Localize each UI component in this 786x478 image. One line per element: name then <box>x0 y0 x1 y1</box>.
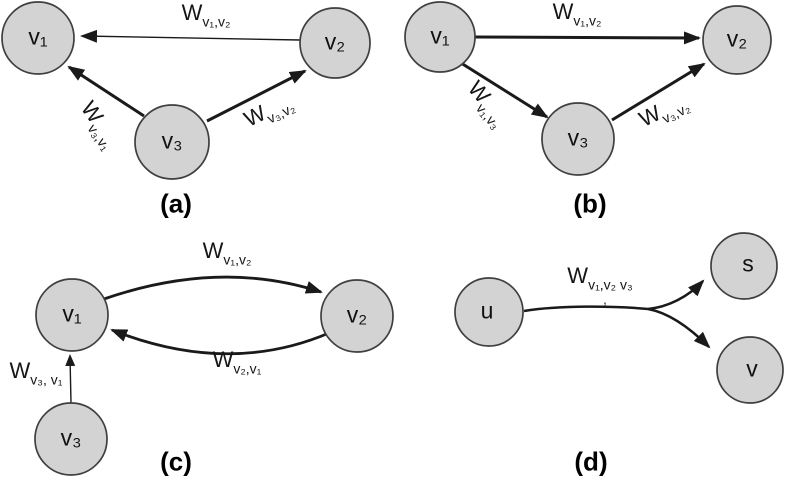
edge-label-c-w-v2v1: Wv₂,v₁ <box>212 347 262 376</box>
node-d-v <box>716 336 784 404</box>
edge-c-v3-to-v1 <box>65 354 76 404</box>
node-label-c-v2: v₂ <box>346 301 368 328</box>
stray-comma-mark: , <box>603 291 607 307</box>
node-label-d-s: s <box>742 250 754 277</box>
edge-label-c-w-v1v2: Wv₁,v₂ <box>202 238 252 267</box>
weight-symbol: W <box>202 238 224 263</box>
weight-symbol: W <box>552 0 574 24</box>
node-label-d-v: v <box>746 355 758 382</box>
node-label-d-u: u <box>480 297 494 324</box>
weight-subscript: v₁,v₂ v₃ <box>588 276 633 293</box>
node-d-s <box>710 232 778 300</box>
edge-c-v1-to-v2 <box>103 275 323 301</box>
edge-label-b-w-v1v2: Wv₁,v₂ <box>552 0 602 28</box>
weight-subscript: v₁,v₂ <box>202 13 231 30</box>
node-label-c-v1: v₁ <box>62 300 82 327</box>
edge-a-v3-to-v2 <box>206 69 307 123</box>
weight-subscript: v₁,v₂ <box>573 12 602 29</box>
caption-panel-c: (c) <box>160 446 192 477</box>
weight-symbol: W <box>212 347 234 372</box>
edge-d-stem <box>523 305 649 313</box>
edge-b-v1-to-v3 <box>460 61 549 119</box>
weight-subscript: v₁,v₂ <box>223 251 252 268</box>
node-d-u <box>454 277 524 347</box>
edge-label-a-w-v1v2: Wv₁,v₂ <box>181 0 231 29</box>
node-b-v2 <box>702 5 772 75</box>
weight-subscript: v₃, v₁ <box>30 371 63 388</box>
node-label-b-v2: v₂ <box>726 25 748 52</box>
edge-d-u-to-v <box>647 307 711 349</box>
node-b-v1 <box>404 1 476 73</box>
caption-panel-a: (a) <box>160 188 192 219</box>
node-label-a-v3: v₃ <box>161 127 183 154</box>
node-label-b-v1: v₁ <box>430 22 450 49</box>
edge-b-v3-to-v2 <box>611 62 706 122</box>
node-c-v2 <box>320 279 394 353</box>
caption-panel-b: (b) <box>573 188 607 219</box>
weight-subscript: v₂,v₁ <box>233 360 262 377</box>
edge-label-d-w-v1v2v3: Wv₁,v₂ v₃ <box>567 263 632 292</box>
edge-c-v2-to-v1 <box>110 328 330 356</box>
node-b-v3 <box>541 102 615 176</box>
node-label-a-v1: v₁ <box>28 23 48 50</box>
edge-a-v3-to-v1 <box>67 65 145 118</box>
edge-b-v1-to-v2 <box>474 31 701 45</box>
node-label-b-v3: v₃ <box>567 124 589 151</box>
node-label-a-v2: v₂ <box>324 28 346 55</box>
node-c-v3 <box>34 402 108 476</box>
edge-a-v2-to-v1 <box>80 29 301 43</box>
node-a-v2 <box>299 7 371 79</box>
weight-symbol: W <box>181 0 203 25</box>
edge-d-u-to-s <box>647 279 705 311</box>
edge-label-c-w-v3v1: Wv₃, v₁ <box>9 358 63 387</box>
weight-symbol: W <box>9 358 31 383</box>
caption-panel-d: (d) <box>574 446 608 477</box>
node-label-c-v3: v₃ <box>60 424 82 451</box>
node-a-v3 <box>134 104 210 180</box>
weight-symbol: W <box>567 263 589 288</box>
node-a-v1 <box>1 1 75 75</box>
node-c-v1 <box>35 278 109 352</box>
